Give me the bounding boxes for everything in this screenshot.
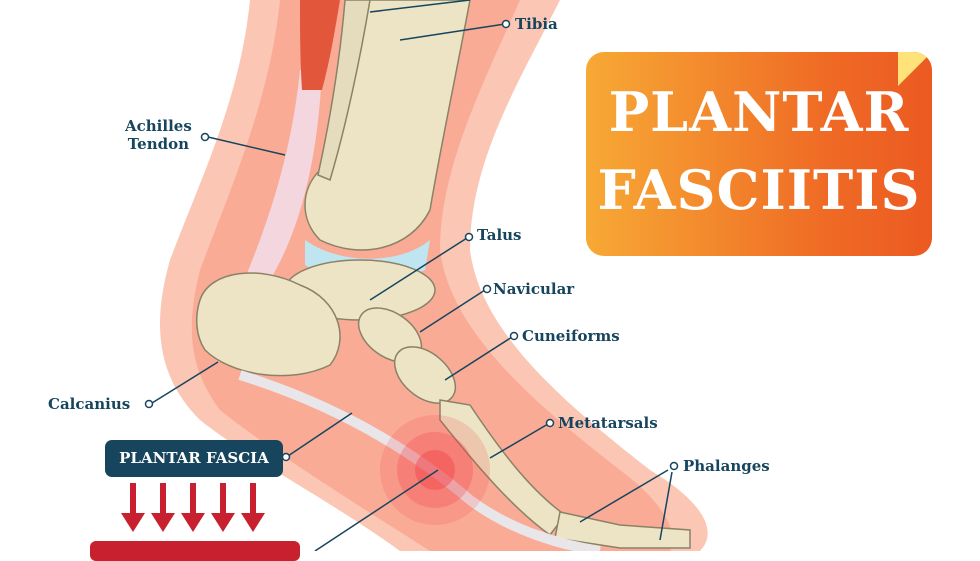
label-achilles-line1: Achilles bbox=[125, 117, 192, 135]
label-phalanges: Phalanges bbox=[683, 457, 770, 475]
pressure-arrows bbox=[121, 483, 265, 532]
calcaneus-bone bbox=[195, 272, 341, 377]
page-fold-corner bbox=[898, 52, 932, 86]
label-metatarsals: Metatarsals bbox=[558, 414, 658, 432]
title-line-1: PLANTAR bbox=[608, 80, 910, 144]
label-cuneiforms: Cuneiforms bbox=[522, 327, 620, 345]
ground-bar bbox=[90, 541, 300, 561]
label-tibia: Tibia bbox=[515, 15, 558, 33]
calf-muscle bbox=[300, 0, 340, 90]
down-arrow-icon bbox=[121, 483, 145, 532]
label-navicular: Navicular bbox=[493, 280, 575, 298]
label-achilles-tendon: Achilles Tendon bbox=[125, 117, 192, 153]
inflammation-inner bbox=[415, 450, 455, 490]
down-arrow-icon bbox=[211, 483, 235, 532]
label-calcanius: Calcanius bbox=[48, 395, 131, 413]
title-line-2: FASCIITIS bbox=[597, 158, 921, 222]
achilles-tendon bbox=[240, 70, 322, 290]
inflammation-outer bbox=[380, 415, 490, 525]
title-banner: PLANTAR FASCIITIS bbox=[586, 52, 932, 256]
down-arrow-icon bbox=[181, 483, 205, 532]
inflammation-mid bbox=[397, 432, 473, 508]
label-talus: Talus bbox=[477, 226, 522, 244]
down-arrow-icon bbox=[151, 483, 175, 532]
leader-lines bbox=[144, 0, 679, 551]
down-arrow-icon bbox=[241, 483, 265, 532]
fibula-bone bbox=[317, 0, 371, 182]
label-plantar-fascia: PLANTAR FASCIA bbox=[105, 440, 283, 477]
cuneiform-bone bbox=[393, 346, 457, 404]
plantar-fascia-band bbox=[238, 370, 601, 551]
label-achilles-line2: Tendon bbox=[127, 135, 190, 153]
